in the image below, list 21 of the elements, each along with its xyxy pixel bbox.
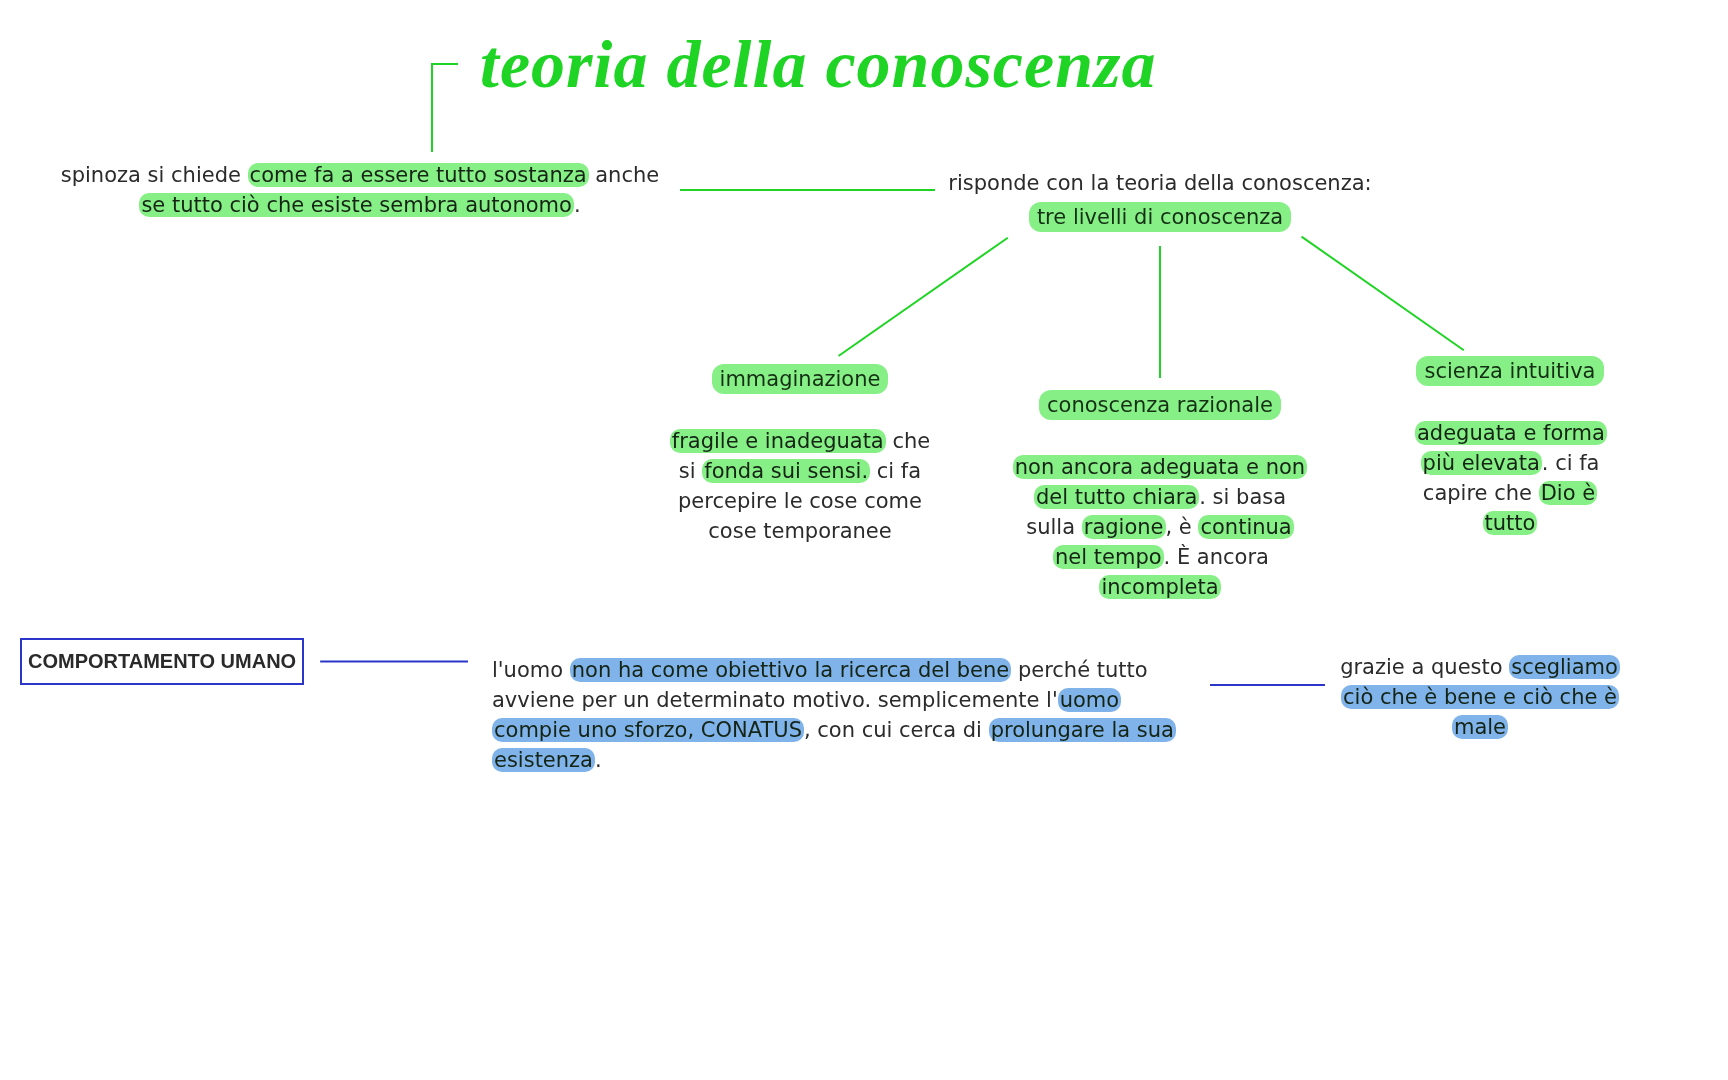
category-label: COMPORTAMENTO UMANO — [28, 650, 297, 673]
connector-line — [837, 236, 1009, 357]
answer-text: risponde con la teoria della conoscenza: — [948, 170, 1372, 197]
title-heading: teoria della conoscenza — [480, 30, 1157, 98]
connector-line — [431, 63, 459, 153]
explanation-paragraph: l'uomo non ha come obiettivo la ricerca del bene perché tutto avviene per un determinato motivo. semplicemente l'uomo compie uno sforzo, CONATUS, con cui cerca di prolungare la sua esistenza. — [492, 657, 1177, 774]
connector-line — [1300, 235, 1465, 352]
category-box — [20, 638, 305, 685]
connector-line — [1209, 684, 1326, 686]
level-heading: conoscenza razionale — [1039, 390, 1281, 420]
connector-line — [319, 660, 469, 663]
level-description: non ancora adeguata e non del tutto chiara. si basa sulla ragione, è continua nel tempo. È ancora incompleta — [1011, 454, 1309, 601]
level-description: adeguata e forma più elevata. ci fa capire che Dio è tutto — [1415, 420, 1605, 537]
question-text: spinoza si chiede come fa a essere tutto sostanza anche se tutto ciò che esiste sembra autonomo. — [60, 162, 660, 219]
level-description: fragile e inadeguata che si fonda sui sensi. ci fa percepire le cose come cose temporanee — [668, 428, 932, 545]
connector-line — [1159, 245, 1161, 379]
level-heading: immaginazione — [711, 364, 889, 394]
connector-line — [679, 189, 936, 191]
levels-heading: tre livelli di conoscenza — [1028, 202, 1292, 232]
level-heading: scienza intuitiva — [1416, 356, 1604, 386]
consequence-text: grazie a questo scegliamo ciò che è bene e ciò che è male — [1339, 654, 1621, 741]
